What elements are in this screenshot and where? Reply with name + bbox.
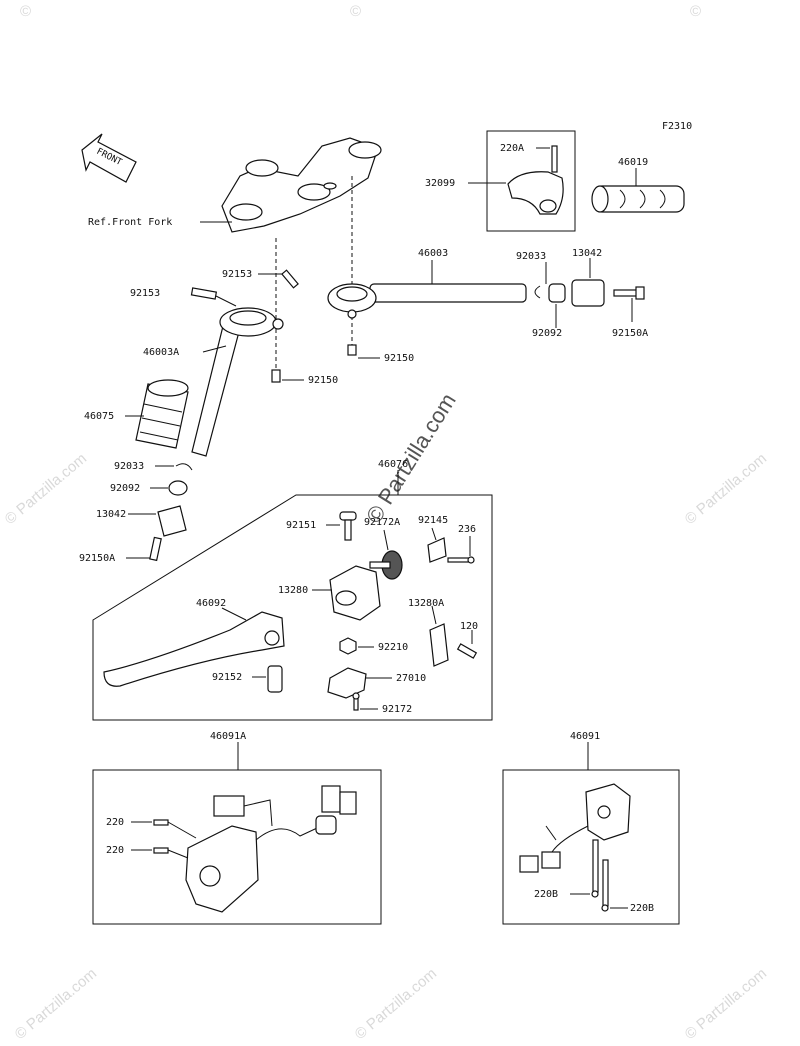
- lever-group-frame: [92, 494, 493, 721]
- label-92151: 92151: [286, 520, 316, 531]
- watermark-text: © Partzilla.com: [12, 965, 100, 1043]
- label-220A: 220A: [500, 143, 524, 154]
- collar-92152: [267, 665, 283, 693]
- label-46092: 46092: [196, 598, 226, 609]
- clamp-13280A: [429, 623, 449, 667]
- ring-92033-left: [175, 463, 193, 471]
- label-92033-right: 92033: [516, 251, 546, 262]
- throttle-group-frame: [486, 130, 576, 232]
- lever-holder-13280: [329, 565, 381, 621]
- label-92210: 92210: [378, 642, 408, 653]
- label-13042-right: 13042: [572, 248, 602, 259]
- label-92150-right: 92150: [384, 353, 414, 364]
- label-220B-left: 220B: [534, 889, 558, 900]
- label-46003: 46003: [418, 248, 448, 259]
- watermark-center: © Partzilla.com: [361, 389, 461, 528]
- screw-220A: [551, 145, 558, 173]
- screw-236: [447, 556, 475, 564]
- left-grip-46075: [135, 379, 189, 449]
- bolt-92153-upper: [281, 269, 299, 289]
- bolt-92151: [339, 511, 357, 541]
- bolt-92150A-left: [149, 536, 162, 562]
- label-92145: 92145: [418, 515, 448, 526]
- front-direction-arrow: FRONT: [81, 133, 137, 183]
- screw-220-upper: [153, 819, 169, 826]
- left-switch-group-frame: [92, 769, 382, 925]
- watermark-text: © Partzilla.com: [682, 965, 770, 1043]
- label-27010: 27010: [396, 673, 426, 684]
- bolt-120: [456, 643, 478, 659]
- watermark-copyright: ©: [20, 3, 31, 20]
- label-46091: 46091: [570, 731, 600, 742]
- label-92152: 92152: [212, 672, 242, 683]
- label-92033-left: 92033: [114, 461, 144, 472]
- bolt-92150-left: [271, 369, 281, 383]
- label-92153-left: 92153: [130, 288, 160, 299]
- ring-92033-right: [534, 285, 541, 299]
- label-220-lower: 220: [106, 845, 124, 856]
- screw-220B-right: [601, 859, 609, 912]
- adjuster-92172A: [369, 550, 403, 580]
- label-46076: 46076: [378, 459, 408, 470]
- screw-92172: [352, 692, 360, 711]
- screw-220-lower: [153, 847, 169, 854]
- label-13280A: 13280A: [408, 598, 444, 609]
- label-46075: 46075: [84, 411, 114, 422]
- left-switch-housing-46091A: [185, 785, 357, 913]
- right-handlebar: [327, 283, 527, 319]
- label-46003A: 46003A: [143, 347, 179, 358]
- right-grip-46019: [591, 185, 685, 213]
- label-92150-left: 92150: [308, 375, 338, 386]
- label-46091A: 46091A: [210, 731, 246, 742]
- weight-13042-left: [157, 505, 187, 537]
- label-92153-upper: 92153: [222, 269, 252, 280]
- watermark-copyright: ©: [690, 3, 701, 20]
- label-13042-left: 13042: [96, 509, 126, 520]
- clutch-lever-46092: [103, 611, 285, 687]
- spring-92145: [427, 537, 447, 563]
- right-switch-housing-46091: [519, 783, 631, 873]
- watermark-text: © Partzilla.com: [352, 965, 440, 1043]
- bolt-92153-left: [190, 287, 218, 300]
- label-13280: 13280: [278, 585, 308, 596]
- label-92172: 92172: [382, 704, 412, 715]
- collar-92092-right: [548, 283, 566, 303]
- label-236: 236: [458, 524, 476, 535]
- bolt-92150A-right: [613, 286, 645, 300]
- weight-13042-right: [571, 279, 605, 307]
- reference-front-fork: Ref.Front Fork: [88, 217, 172, 228]
- label-46019: 46019: [618, 157, 648, 168]
- switch-27010: [327, 667, 367, 699]
- collar-92092-left: [168, 480, 188, 496]
- label-220B-right: 220B: [630, 903, 654, 914]
- left-handlebar: [191, 307, 284, 457]
- label-92092-right: 92092: [532, 328, 562, 339]
- right-switch-group-frame: [502, 769, 680, 925]
- label-220-upper: 220: [106, 817, 124, 828]
- label-92172A: 92172A: [364, 517, 400, 528]
- label-92150A-right: 92150A: [612, 328, 648, 339]
- watermark-text: © Partzilla.com: [2, 450, 90, 528]
- screw-220B-left: [591, 839, 599, 898]
- watermark-text: © Partzilla.com: [682, 450, 770, 528]
- nut-92210: [339, 637, 357, 655]
- label-32099: 32099: [425, 178, 455, 189]
- label-120: 120: [460, 621, 478, 632]
- label-92150A-left: 92150A: [79, 553, 115, 564]
- figure-code: F2310: [662, 121, 692, 132]
- throttle-housing-32099: [507, 171, 564, 215]
- upper-triple-clamp: [221, 137, 382, 233]
- watermark-copyright: ©: [350, 3, 361, 20]
- label-92092-left: 92092: [110, 483, 140, 494]
- bolt-92150-right: [347, 344, 357, 356]
